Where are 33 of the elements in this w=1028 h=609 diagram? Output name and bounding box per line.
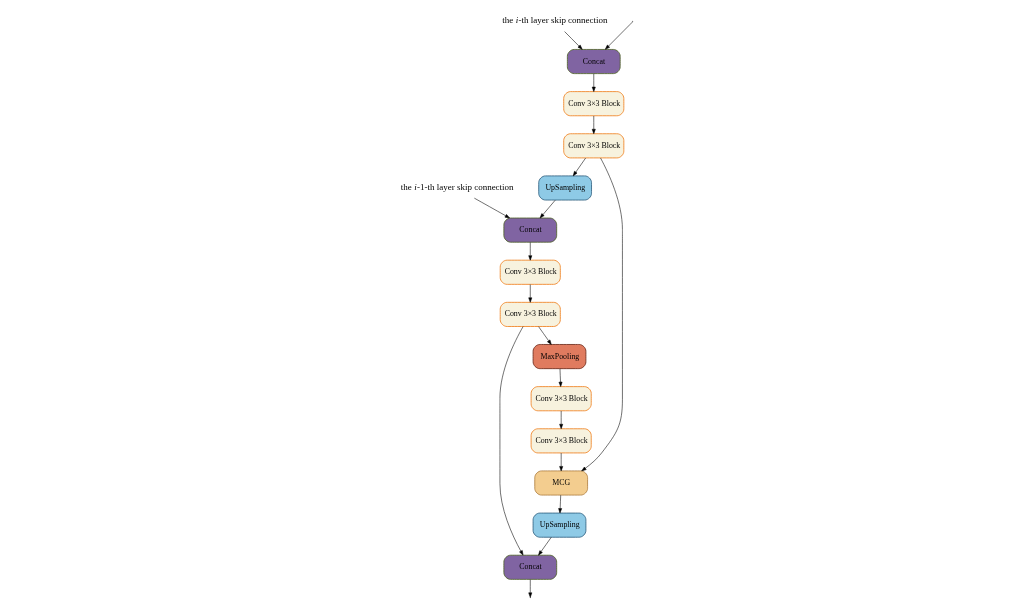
node-box: Conv 3×3 Block bbox=[499, 259, 561, 285]
arrow bbox=[604, 21, 633, 50]
arrow bbox=[527, 284, 532, 303]
node-box: Conv 3×3 Block bbox=[499, 301, 561, 327]
arrow bbox=[557, 494, 562, 514]
node-box: Concat bbox=[566, 49, 621, 75]
arrow bbox=[558, 452, 563, 472]
arrow bbox=[527, 242, 532, 261]
node-box: UpSampling bbox=[532, 512, 586, 538]
arrow bbox=[563, 31, 582, 50]
arrow bbox=[537, 537, 551, 556]
node-box: Concat bbox=[502, 217, 557, 243]
node-box: MaxPooling bbox=[532, 344, 586, 370]
arrow bbox=[473, 197, 510, 219]
arrow bbox=[591, 115, 596, 134]
node-box: Conv 3×3 Block bbox=[530, 428, 592, 454]
arrow bbox=[539, 199, 555, 219]
arrow bbox=[537, 326, 552, 345]
arrow bbox=[527, 579, 532, 598]
arrow bbox=[558, 368, 562, 387]
arrow bbox=[580, 157, 623, 472]
node-box: Concat bbox=[502, 554, 557, 580]
arrow bbox=[558, 410, 563, 430]
node-box: Conv 3×3 Block bbox=[562, 133, 624, 159]
node-box: UpSampling bbox=[537, 175, 592, 201]
node-box: MCG bbox=[533, 470, 588, 496]
node-text: the i-1-th layer skip connection bbox=[400, 181, 514, 192]
arrow bbox=[499, 326, 523, 556]
node-box: Conv 3×3 Block bbox=[562, 91, 624, 117]
arrow bbox=[591, 73, 596, 92]
arrow bbox=[572, 157, 586, 177]
node-text: the i-th layer skip connection bbox=[501, 14, 608, 25]
node-box: Conv 3×3 Block bbox=[530, 386, 592, 412]
